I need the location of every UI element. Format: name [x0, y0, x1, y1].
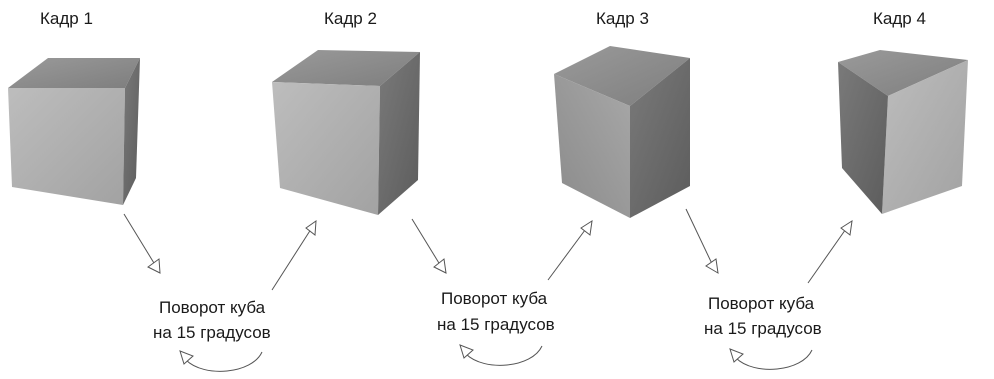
- arrow-rotation2-to-frame3: [547, 219, 593, 281]
- arrow-frame3-to-rotation3: [685, 208, 719, 274]
- rotation-3-curved-arrow: [729, 348, 813, 370]
- arrow-rotation3-to-frame4: [807, 219, 853, 284]
- rotation-2-line1: Поворот куба: [441, 289, 548, 308]
- rotation-3-line2: на 15 градусов: [704, 319, 822, 338]
- cube-4-front-face: [882, 60, 968, 214]
- cube-frame-4: [838, 50, 968, 214]
- cube-3-front-face: [554, 74, 630, 218]
- arrow-rotation1-to-frame2: [271, 219, 317, 291]
- arrow-frame1-to-rotation1: [123, 213, 161, 274]
- rotation-2-line2: на 15 градусов: [437, 315, 555, 334]
- cube-2-front-face: [272, 82, 380, 215]
- rotation-3-line1: Поворот куба: [708, 294, 815, 313]
- frame-2-label: Кадр 2: [324, 9, 377, 28]
- cube-1-top-face: [8, 58, 140, 88]
- cube-frame-1: [8, 58, 140, 205]
- arrow-frame2-to-rotation2: [411, 218, 447, 274]
- cube-frame-2: [272, 50, 420, 215]
- cube-2-side-face: [378, 52, 420, 215]
- rotation-1: Поворот куба на 15 градусов: [153, 298, 271, 342]
- cube-3-side-face: [630, 58, 690, 218]
- frame-4-label: Кадр 4: [873, 9, 926, 28]
- rotation-1-curved-arrow: [179, 350, 263, 372]
- rotation-2: Поворот куба на 15 градусов: [437, 289, 555, 334]
- rotation-3: Поворот куба на 15 градусов: [704, 294, 822, 338]
- cube-3-top-face: [554, 46, 690, 106]
- cube-1-front-face: [8, 88, 125, 205]
- cube-1-side-face: [123, 58, 140, 205]
- frame-3-label: Кадр 3: [596, 9, 649, 28]
- rotation-1-line2: на 15 градусов: [153, 323, 271, 342]
- rotation-2-curved-arrow: [459, 344, 543, 366]
- cube-frame-3: [554, 46, 690, 218]
- frame-1-label: Кадр 1: [40, 9, 93, 28]
- cube-4-top-face: [838, 50, 968, 96]
- rotation-1-line1: Поворот куба: [159, 298, 266, 317]
- cube-2-top-face: [272, 50, 420, 86]
- cube-4-side-face: [838, 62, 888, 214]
